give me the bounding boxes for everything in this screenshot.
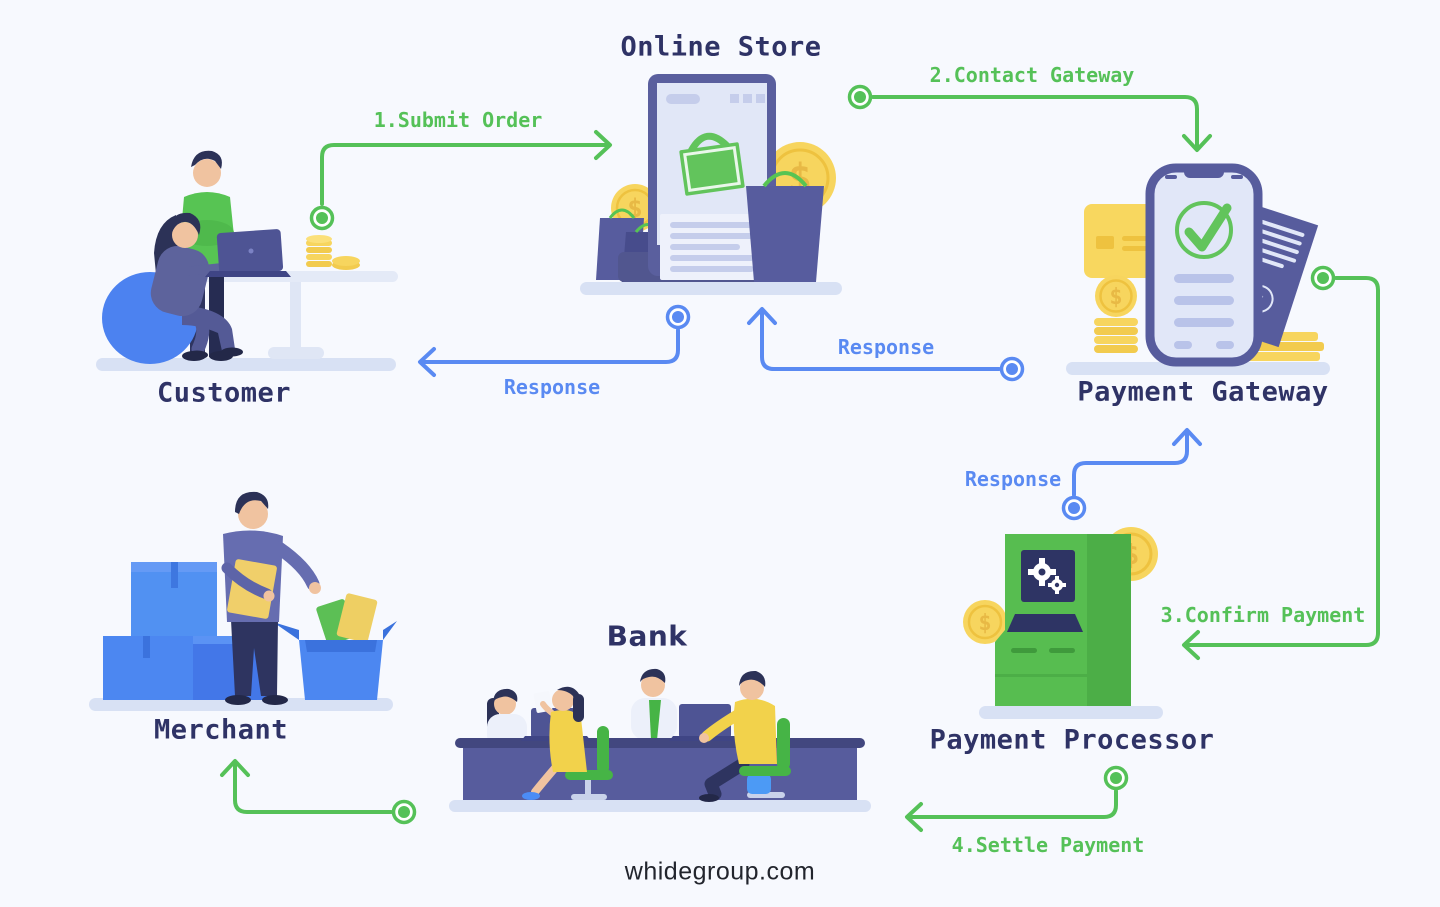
customer-platform	[96, 358, 396, 371]
boxes-stack	[103, 562, 269, 700]
open-box	[273, 593, 397, 700]
shopping-bag-right	[746, 171, 824, 282]
tablet	[648, 74, 776, 280]
footer-site-name: whidegroup.com	[624, 857, 816, 886]
visitor-woman	[522, 686, 613, 800]
node-label-payment-gateway: Payment Gateway	[1077, 376, 1329, 408]
teller-man	[631, 668, 677, 740]
online-store-illustration: $ $	[580, 74, 842, 295]
coins-icon	[306, 235, 360, 270]
sitting-woman	[102, 212, 262, 364]
node-label-bank: Bank	[606, 619, 688, 653]
flow-label-response-to-gateway: Response	[964, 467, 1062, 491]
flow-arrow-settle-payment	[905, 765, 1129, 832]
flow-label-submit-order: 1.Submit Order	[373, 108, 543, 132]
gears-icon	[1028, 558, 1066, 594]
flow-arrow-confirm-payment	[1182, 265, 1380, 660]
flow-label-response-to-store: Response	[837, 335, 935, 359]
flow-arrow-bank-to-merchant	[220, 759, 417, 825]
customer-illustration	[96, 150, 398, 371]
flow-label-response-to-customer: Response	[503, 375, 601, 399]
node-label-merchant: Merchant	[153, 714, 289, 746]
phone	[1145, 163, 1263, 367]
receipt	[660, 214, 764, 280]
shopping-bag-icon	[679, 132, 745, 196]
flow-label-settle-payment: 4.Settle Payment	[951, 833, 1145, 857]
laptop-icon	[205, 229, 291, 277]
payment-processor-illustration: $ $	[963, 527, 1163, 719]
node-label-customer: Customer	[156, 377, 292, 409]
svg-text:$: $	[978, 611, 991, 636]
flow-label-contact-gateway: 2.Contact Gateway	[929, 63, 1135, 87]
gateway-platform	[1066, 362, 1330, 375]
checkmark-icon	[1175, 201, 1233, 259]
merchant-illustration	[89, 491, 397, 711]
flow-arrow-response-to-customer	[418, 304, 691, 377]
flow-arrow-contact-gateway	[847, 84, 1212, 152]
coin-left-icon: $	[963, 600, 1007, 644]
payment-gateway-illustration: $ $	[1066, 163, 1330, 375]
kiosk	[995, 534, 1131, 706]
visitor-man	[699, 670, 791, 802]
store-platform	[580, 282, 842, 295]
svg-text:$: $	[1109, 285, 1122, 310]
flow-arrow-response-to-gateway	[1061, 428, 1202, 521]
processor-platform	[979, 706, 1163, 719]
node-label-online-store: Online Store	[620, 31, 822, 63]
flow-arrow-response-to-store	[747, 307, 1025, 382]
coin-stack-icon: $	[1094, 275, 1138, 353]
bank-illustration	[449, 668, 871, 812]
node-label-payment-processor: Payment Processor	[929, 724, 1215, 756]
flow-label-confirm-payment: 3.Confirm Payment	[1160, 603, 1366, 627]
flow-arrow-submit-order	[309, 130, 612, 231]
bank-platform	[449, 800, 871, 812]
merchant-man	[221, 491, 321, 705]
